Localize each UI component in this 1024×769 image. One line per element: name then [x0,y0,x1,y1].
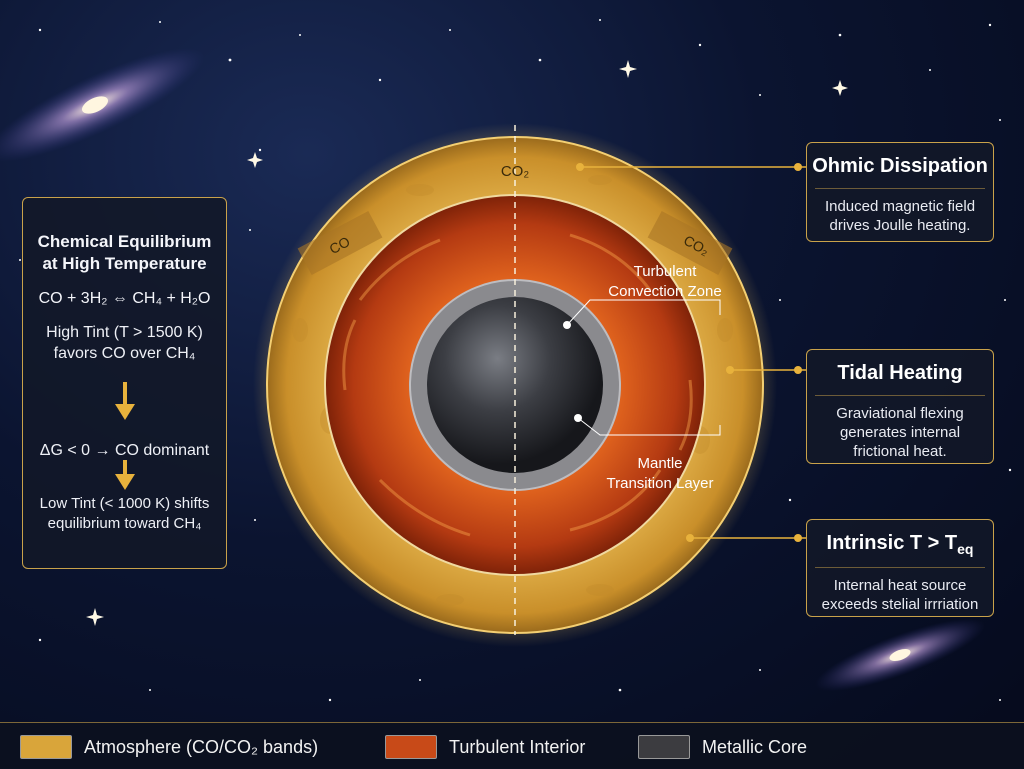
callout-body: Graviational flexing generates internal … [807,404,993,461]
legend-swatch-core [638,735,690,759]
callout-body-line2: generates internal [839,424,961,441]
legend-label-core: Metallic Core [702,736,808,757]
legend: Atmosphere (CO/CO₂ bands) Turbulent Inte… [0,722,1024,769]
label-mantle-line2: Transition Layer [607,475,714,492]
arrow-down-icon-2 [115,460,135,490]
interior-turbulence [342,233,693,537]
legend-item-core: Metallic Core [638,735,807,759]
label-co2-top: CO₂ [501,163,530,180]
legend-swatch-interior [385,735,437,759]
label-mantle-line1: Mantle [637,455,682,472]
legend-label-interior: Turbulent Interior [449,736,586,757]
metallic-core [427,297,603,473]
label-convection-line1: Turbulent [634,263,698,280]
legend-item-atmosphere: Atmosphere (CO/CO₂ bands) [20,735,318,759]
callout-body-line1: Internal heat source [833,577,967,594]
callout-body-line2: drives Joulle heating. [829,217,971,234]
equilibrium-title-line2: at High Temperature [42,254,207,273]
legend-swatch-atmosphere [20,735,72,759]
low-tint-line1: Low Tint (< 1000 K) shifts [39,495,210,512]
callout-intrinsic-temperature: Intrinsic T > Teq Internal heat source e… [806,519,994,617]
callout-leaders [580,166,806,539]
mantle-dot [574,414,582,422]
convection-dot [563,321,571,329]
callout-dots [576,163,802,542]
low-tint-line2: equilibrium toward CH₄ [47,515,202,532]
callout-body-line1: Graviational flexing [836,405,964,422]
high-tint-line2: favors CO over CH₄ [53,345,196,362]
high-tint-note: High Tint (T > 1500 K) favors CO over CH… [23,322,226,364]
callout-tidal-heating: Tidal Heating Graviational flexing gener… [806,349,994,464]
callout-title-text: Intrinsic T > T [826,532,958,554]
equilibrium-title: Chemical Equilibrium at High Temperature [23,231,226,275]
inner-connectors [566,299,721,436]
callout-body-line1: Induced magnetic field [824,198,976,215]
callout-divider [815,567,985,568]
starfield [19,19,1012,702]
co2-band-right [647,210,733,276]
callout-title: Intrinsic T > Teq [807,520,993,557]
equilibrium-title-line1: Chemical Equilibrium [37,232,212,251]
callout-body: Induced magnetic field drives Joulle hea… [807,197,993,235]
co-band-left [297,210,383,276]
galaxy-bottom-right [815,618,985,692]
callout-title: Ohmic Dissipation [812,155,988,177]
high-tint-line1: High Tint (T > 1500 K) [46,324,203,341]
low-tint-note: Low Tint (< 1000 K) shifts equilibrium t… [23,494,226,534]
arrow-down-icon [115,382,135,420]
equilibrium-equation: CO + 3H₂ ⇔ CH₄ + H₂O [38,290,211,307]
bright-stars [86,60,848,626]
label-convection-line2: Convection Zone [608,283,721,300]
galaxy-top-left [0,48,205,162]
callout-title: Tidal Heating [837,362,963,384]
legend-label-atmosphere: Atmosphere (CO/CO₂ bands) [84,736,319,757]
callout-body-line2: exceeds stelial irrriation [821,596,979,613]
delta-g-note: ΔG < 0 → CO dominant [39,442,210,459]
callout-divider [815,188,985,189]
callout-body: Internal heat source exceeds stelial irr… [807,576,993,614]
chemical-equilibrium-panel: Chemical Equilibrium at High Temperature… [22,197,227,569]
legend-item-interior: Turbulent Interior [385,735,585,759]
callout-ohmic-dissipation: Ohmic Dissipation Induced magnetic field… [806,142,994,242]
callout-divider [815,395,985,396]
callout-body-line3: frictional heat. [853,443,947,460]
callout-title-subscript: eq [957,541,974,557]
